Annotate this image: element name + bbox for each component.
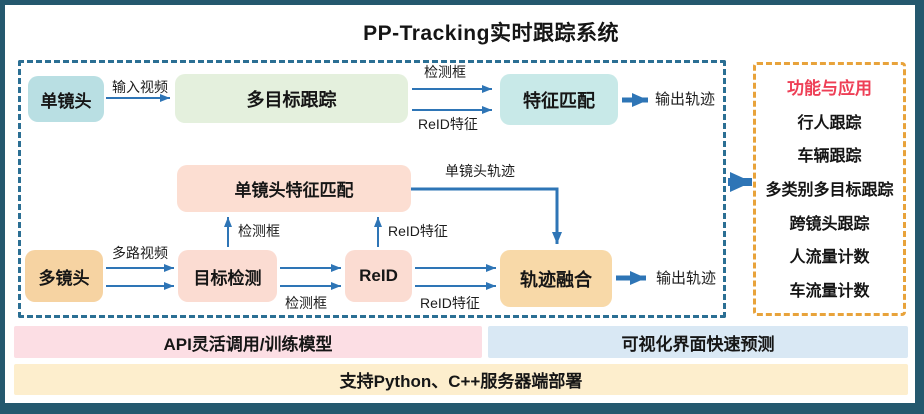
node-feature-matching: 特征匹配 (500, 74, 618, 125)
feature-item-traffic-counting: 车流量计数 (789, 282, 870, 300)
feature-item-cross-camera-tracking: 跨镜头跟踪 (789, 215, 870, 233)
edge-label-multi-video: 多路视频 (112, 245, 168, 261)
feature-item-multiclass-mot: 多类别多目标跟踪 (765, 181, 894, 199)
edge-label-reid-feature-up: ReID特征 (388, 223, 448, 239)
feature-item-people-counting: 人流量计数 (789, 249, 870, 267)
node-reid: ReID (345, 250, 412, 302)
edge-label-detection-box-up: 检测框 (238, 223, 280, 239)
features-panel: 功能与应用 行人跟踪 车辆跟踪 多类别多目标跟踪 跨镜头跟踪 人流量计数 车流量… (753, 62, 906, 316)
feature-item-vehicle-tracking: 车辆跟踪 (797, 148, 862, 166)
feature-item-pedestrian-tracking: 行人跟踪 (797, 114, 862, 132)
deployment-bar: 支持Python、C++服务器端部署 (14, 364, 908, 395)
edge-label-detection-box-bottom: 检测框 (285, 295, 327, 311)
node-trajectory-fusion: 轨迹融合 (500, 250, 612, 307)
edge-label-output-trajectory-bottom: 输出轨迹 (656, 270, 717, 287)
edge-label-input-video: 输入视频 (112, 79, 168, 95)
features-panel-title: 功能与应用 (787, 79, 872, 98)
node-single-camera: 单镜头 (28, 76, 104, 122)
node-multi-camera: 多镜头 (25, 250, 103, 302)
edge-label-reid-feature-bottom: ReID特征 (420, 295, 480, 311)
visualization-bar: 可视化界面快速预测 (488, 326, 908, 358)
node-multi-object-tracking: 多目标跟踪 (175, 74, 408, 123)
edge-label-single-cam-trajectory: 单镜头轨迹 (445, 163, 515, 179)
page-title: PP-Tracking实时跟踪系统 (363, 22, 619, 45)
api-bar: API灵活调用/训练模型 (14, 326, 482, 358)
edge-label-output-trajectory-top: 输出轨迹 (655, 91, 716, 108)
pipeline-panel (18, 60, 726, 318)
node-single-cam-feature-matching: 单镜头特征匹配 (177, 165, 411, 212)
edge-label-reid-feature-top: ReID特征 (418, 116, 478, 132)
node-object-detection: 目标检测 (178, 250, 277, 302)
edge-label-detection-box-top: 检测框 (424, 64, 466, 80)
